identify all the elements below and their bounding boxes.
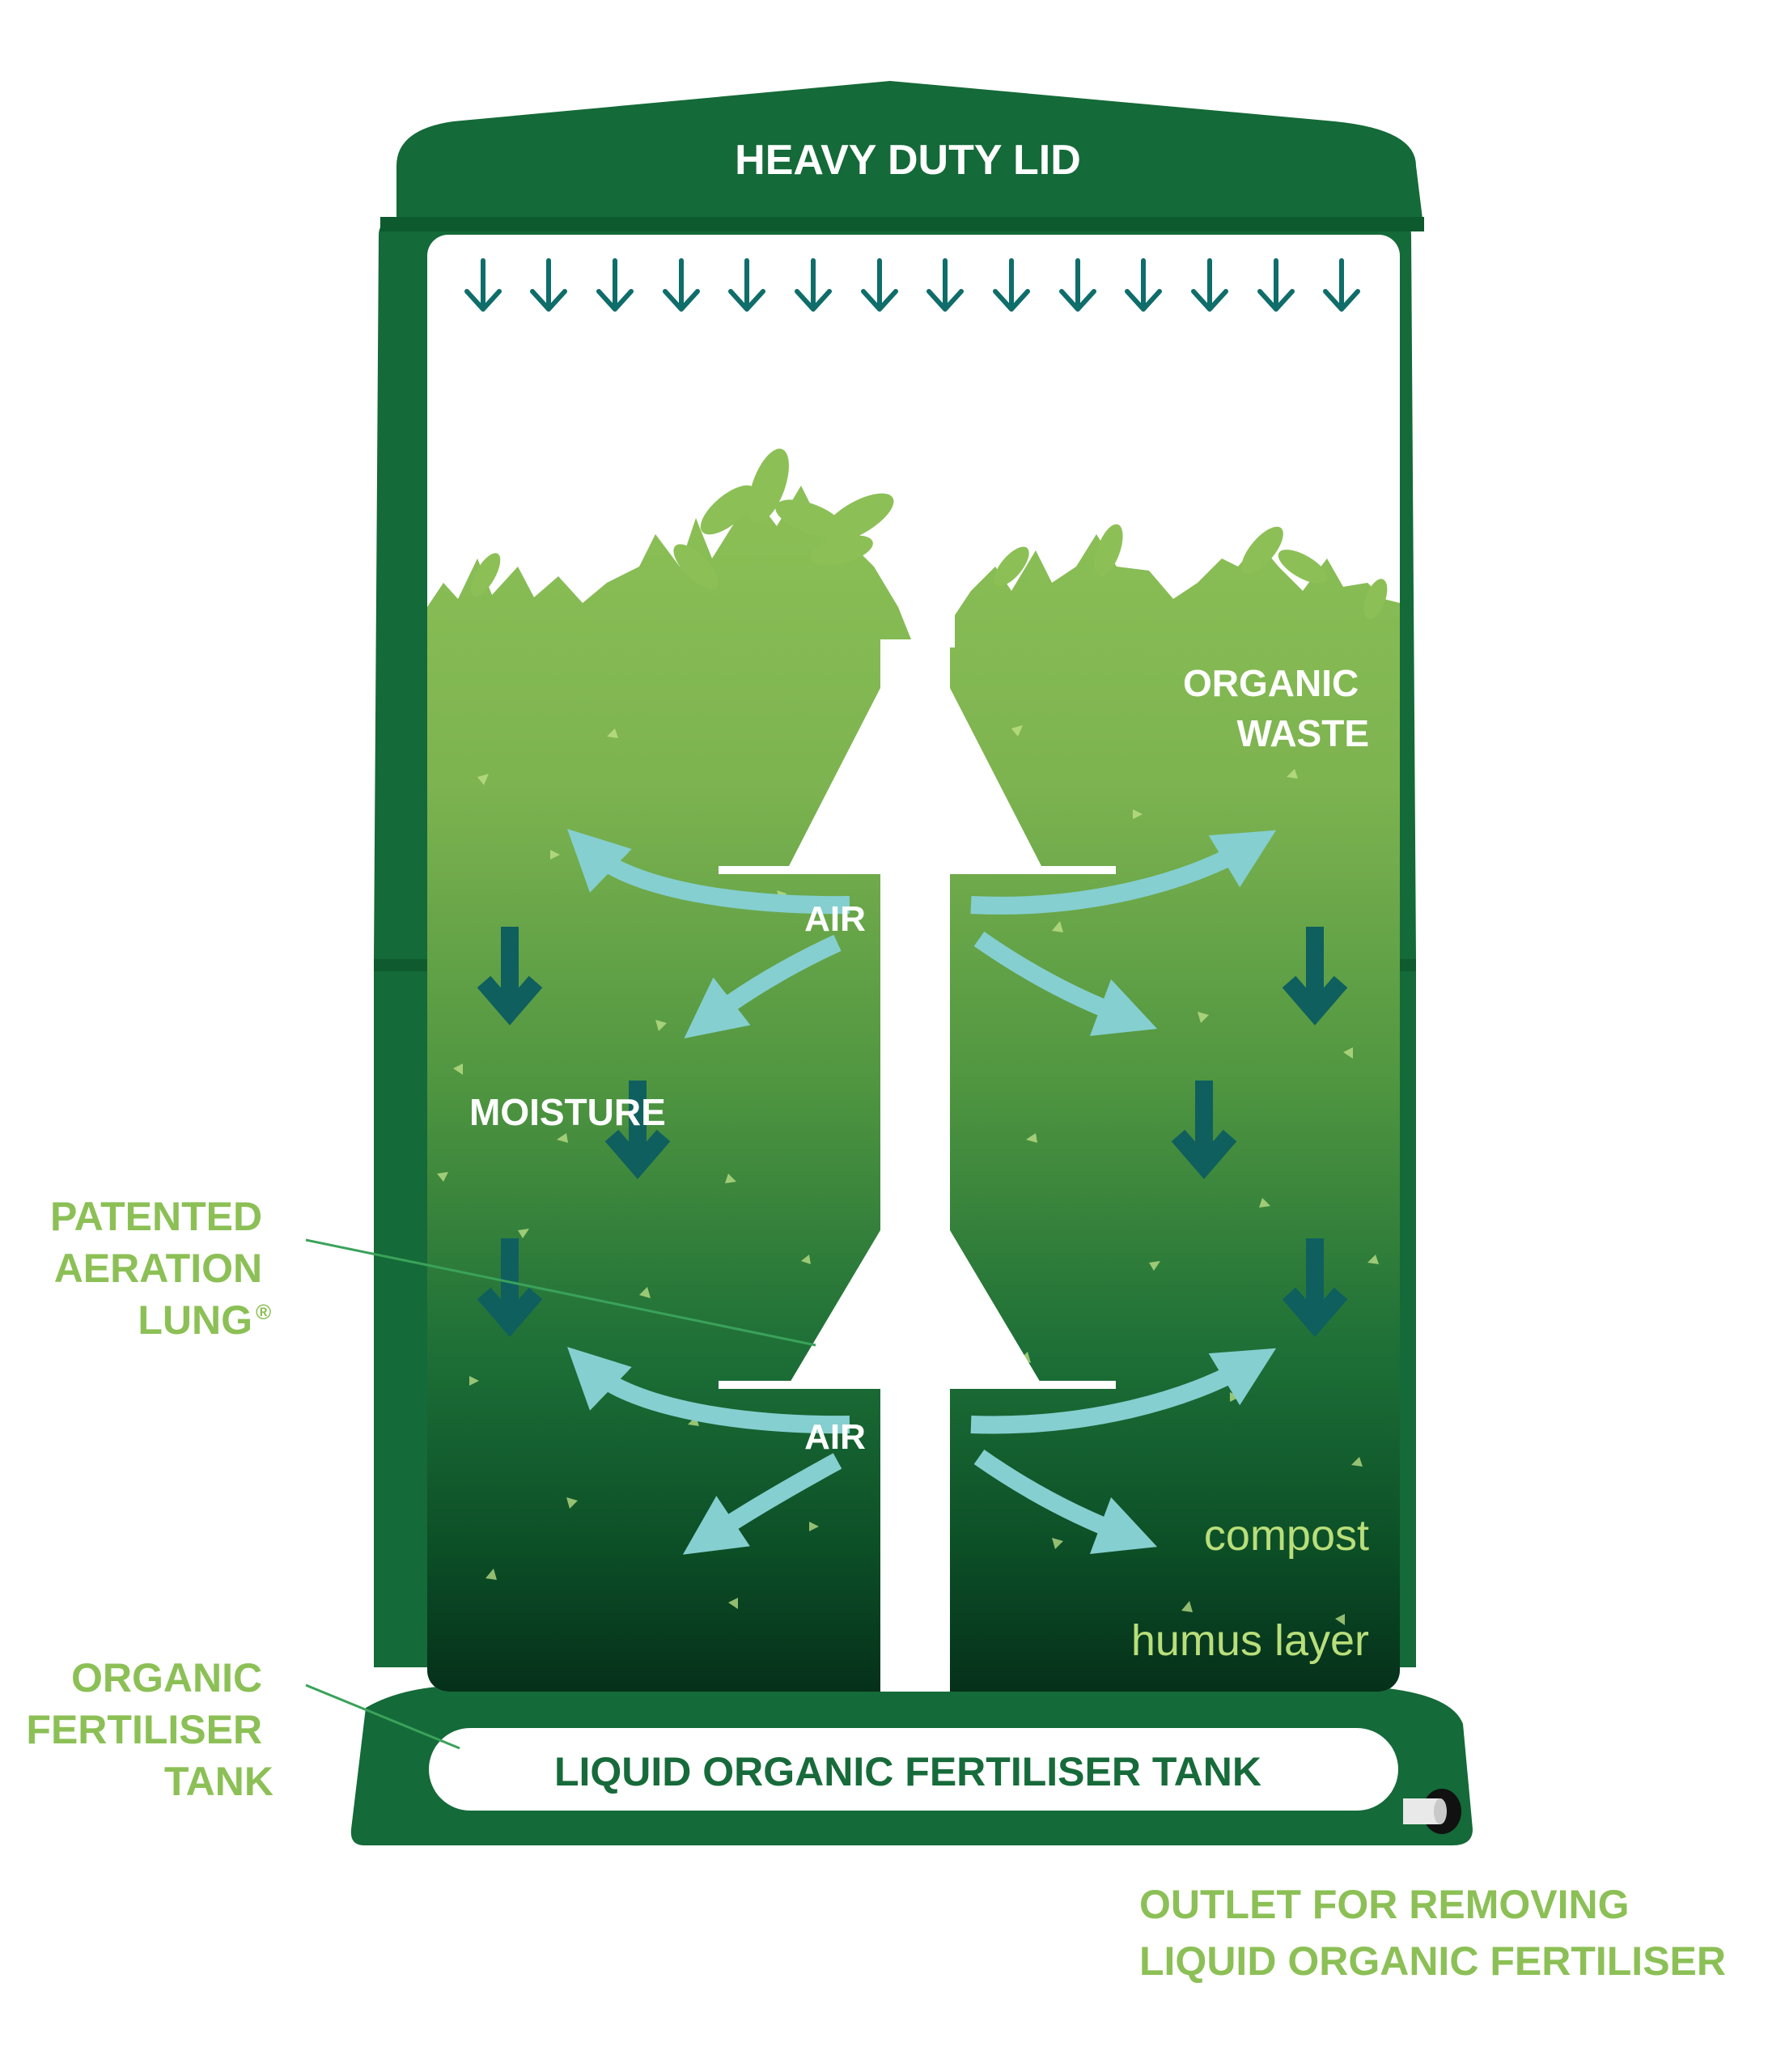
lid-label: HEAVY DUTY LID [735, 137, 1081, 184]
fertiliser-tank-label: ORGANIC FERTILISER TANK [26, 1655, 273, 1804]
organic-waste-label: ORGANIC WASTE [1183, 662, 1369, 754]
air-label-upper: AIR [804, 899, 866, 939]
moisture-arrow-icon [477, 927, 1348, 1337]
air-dots [773, 898, 1048, 1430]
registered-mark: ® [256, 1300, 271, 1324]
moisture-label: MOISTURE [469, 1091, 666, 1133]
aeration-lung [719, 639, 1116, 1692]
compost-label: compost [1204, 1511, 1369, 1560]
heavy-duty-lid[interactable]: HEAVY DUTY LID [380, 81, 1424, 231]
humus-layer-label: humus layer [1131, 1616, 1369, 1665]
tank-label: LIQUID ORGANIC FERTILISER TANK [554, 1749, 1261, 1794]
arrow-down-icon [464, 258, 1360, 312]
compost-flecks [437, 725, 1379, 1625]
fertiliser-tank: LIQUID ORGANIC FERTILISER TANK [429, 1728, 1398, 1811]
air-label-lower: AIR [804, 1417, 866, 1457]
outlet-tap-icon[interactable] [1403, 1789, 1461, 1834]
aeration-lung-label: PATENTED AERATION LUNG [50, 1194, 273, 1343]
leaf-icon [470, 448, 1388, 619]
bin-interior: ORGANIC WASTE AIR AIR MOISTURE compost h… [427, 235, 1400, 1692]
outlet-label: OUTLET FOR REMOVING LIQUID ORGANIC FERTI… [1139, 1882, 1726, 1984]
callout-leaders [305, 1238, 816, 1750]
